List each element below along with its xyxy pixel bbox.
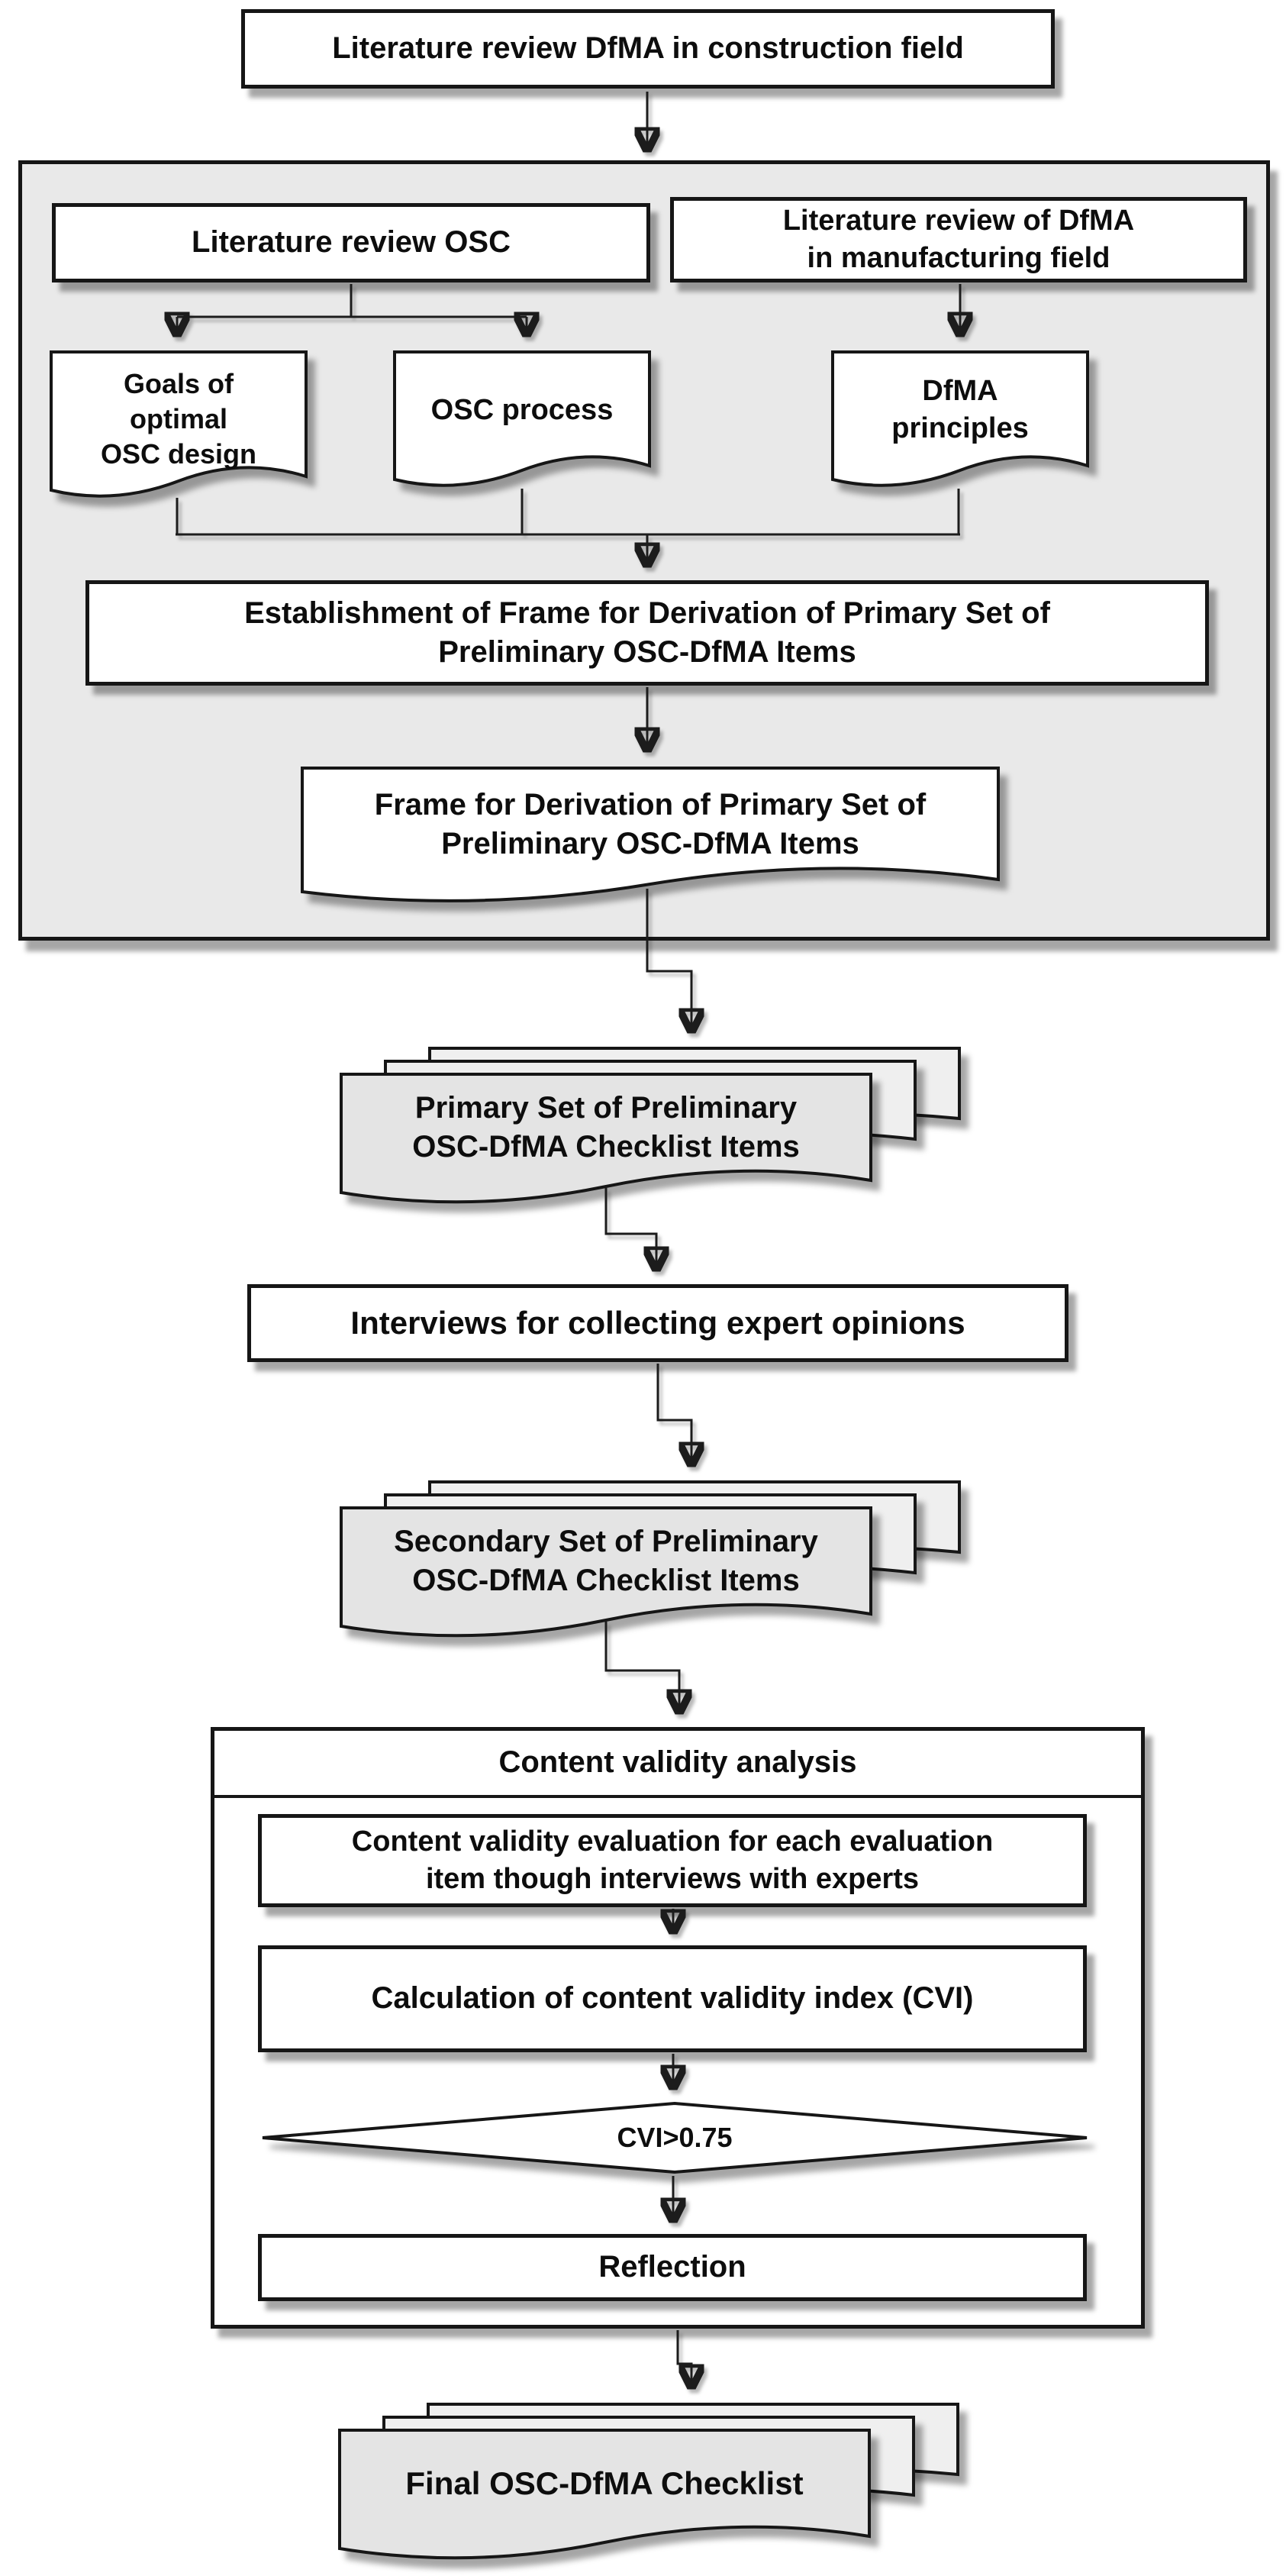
node-label: Literature review DfMA in construction f… [332, 31, 964, 66]
stack-secondary-set: Secondary Set of Preliminary OSC-DfMA Ch… [339, 1480, 962, 1648]
stack-final-checklist: Final OSC-DfMA Checklist [337, 2402, 960, 2571]
stack-primary-set: Primary Set of Preliminary OSC-DfMA Chec… [339, 1046, 962, 1214]
document-shape [50, 350, 308, 498]
node-cvi-calculation: Calculation of content validity index (C… [258, 1945, 1087, 2052]
document-shape [393, 350, 651, 487]
doc-frame-for-derivation: Frame for Derivation of Primary Set of P… [299, 765, 1001, 914]
node-literature-review-osc: Literature review OSC [52, 203, 650, 282]
node-label: Reflection [598, 2250, 746, 2284]
node-reflection: Reflection [258, 2234, 1087, 2301]
doc-dfma-principles: DfMA principles [830, 350, 1090, 499]
document-shape [831, 350, 1089, 487]
document-shape [301, 767, 1000, 902]
node-label: Literature review OSC [192, 225, 511, 260]
node-label: Calculation of content validity index (C… [371, 1981, 974, 2016]
node-literature-review-dfma-construction: Literature review DfMA in construction f… [241, 9, 1055, 89]
node-label: Content validity evaluation for each eva… [351, 1825, 994, 1895]
arrow-interviews-to-secondary [656, 1364, 691, 1464]
stack-front-sheet [338, 2429, 871, 2560]
decision-cvi-threshold: CVI>0.75 [256, 2100, 1093, 2176]
node-content-validity-evaluation: Content validity evaluation for each eva… [258, 1814, 1087, 1907]
arrow-validity-to-final-stack [676, 2330, 691, 2387]
container-title-label: Content validity analysis [498, 1745, 857, 1780]
node-label: Literature review of DfMA in manufacturi… [782, 205, 1135, 274]
node-literature-review-dfma-manufacturing: Literature review of DfMA in manufacturi… [670, 197, 1247, 282]
stack-front-sheet [340, 1506, 872, 1638]
node-label: Interviews for collecting expert opinion… [350, 1305, 965, 1341]
doc-osc-process: OSC process [392, 350, 652, 499]
doc-goals-of-optimal-osc-design: Goals of optimal OSC design [49, 350, 308, 510]
node-interviews: Interviews for collecting expert opinion… [247, 1284, 1068, 1362]
stack-front-sheet [340, 1073, 872, 1204]
validity-container-title: Content validity analysis [214, 1731, 1141, 1798]
diamond-shape [262, 2101, 1088, 2174]
node-label: Establishment of Frame for Derivation of… [244, 596, 1050, 669]
node-establishment-of-frame: Establishment of Frame for Derivation of… [85, 580, 1209, 686]
